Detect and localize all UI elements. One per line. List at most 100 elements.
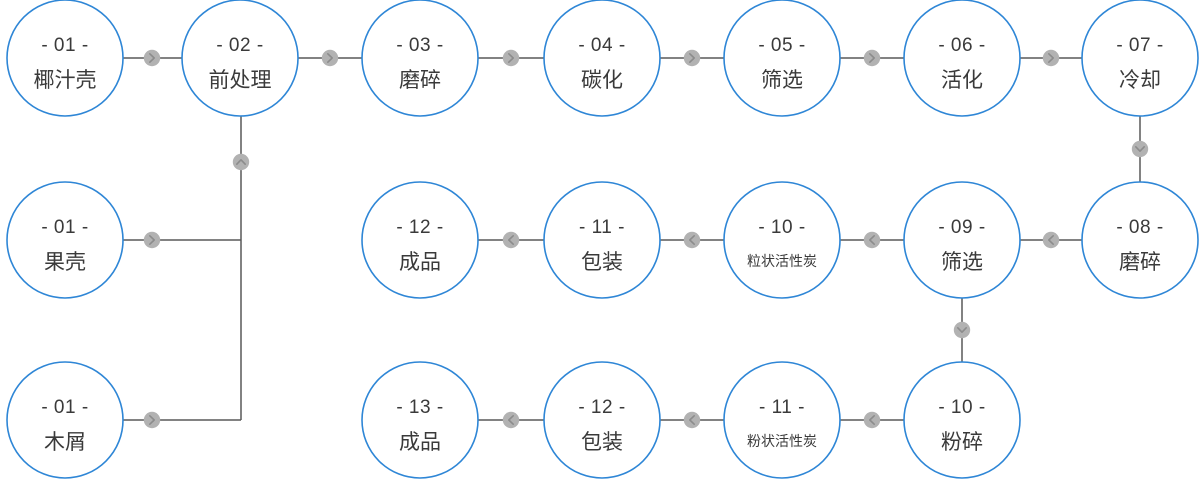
flow-connector <box>298 49 362 67</box>
arrow-right-icon <box>143 49 161 67</box>
node-index: - 01 - <box>41 217 88 238</box>
node-label: 粒状活性炭 <box>747 253 817 269</box>
node-circle[interactable] <box>723 361 841 479</box>
node-label: 筛选 <box>941 251 983 274</box>
arrow-down-icon <box>953 321 971 339</box>
node-label: 活化 <box>941 69 983 92</box>
process-node[interactable]: - 11 -包装 <box>543 181 661 299</box>
flow-connector <box>478 49 544 67</box>
arrow-right-icon <box>321 49 339 67</box>
node-label: 木屑 <box>44 431 86 454</box>
node-index: - 13 - <box>396 397 443 418</box>
node-index: - 04 - <box>578 35 625 56</box>
node-circle[interactable] <box>543 181 661 299</box>
flow-connector <box>478 231 544 249</box>
process-node[interactable]: - 06 - 活化 <box>903 0 1021 117</box>
flow-connector <box>953 298 971 362</box>
node-circle[interactable] <box>903 181 1021 299</box>
node-circle[interactable] <box>1081 0 1199 117</box>
flow-connector <box>840 231 904 249</box>
arrow-up-icon <box>232 153 250 171</box>
node-index: - 05 - <box>758 35 805 56</box>
process-node[interactable]: - 04 - 碳化 <box>543 0 661 117</box>
node-circle[interactable] <box>181 0 299 117</box>
node-index: - 01 - <box>41 35 88 56</box>
process-node[interactable]: - 01 -木屑 <box>6 361 124 479</box>
flow-connector <box>1020 49 1082 67</box>
node-circle[interactable] <box>543 361 661 479</box>
node-circle[interactable] <box>6 361 124 479</box>
process-node[interactable]: - 02 -前处理 <box>181 0 299 117</box>
flow-connector <box>1131 116 1149 182</box>
node-circle[interactable] <box>1081 181 1199 299</box>
process-node[interactable]: - 13 - 成品 <box>361 361 479 479</box>
node-index: - 09 - <box>938 217 985 238</box>
arrow-left-icon <box>863 231 881 249</box>
flow-connector <box>660 231 724 249</box>
node-layer: - 01 - 椰汁壳 - 02 -前处理 - 03 - 磨碎 - 04 - 碳化 - 05 -… <box>6 0 1199 479</box>
node-label: 成品 <box>399 251 441 274</box>
node-label: 冷却 <box>1119 69 1161 92</box>
process-node[interactable]: - 07 - 冷却 <box>1081 0 1199 117</box>
flow-connector <box>840 411 904 429</box>
flow-connector <box>840 49 904 67</box>
node-label: 碳化 <box>581 69 623 92</box>
node-label: 前处理 <box>209 69 272 92</box>
process-node[interactable]: - 12 - 包装 <box>543 361 661 479</box>
process-node[interactable]: - 10 - 粉碎 <box>903 361 1021 479</box>
process-node[interactable]: - 08 - 磨碎 <box>1081 181 1199 299</box>
edge-layer <box>123 49 1149 429</box>
flow-connector <box>478 411 544 429</box>
flow-connector <box>123 231 241 249</box>
node-label: 粉状活性炭 <box>747 433 817 449</box>
node-circle[interactable] <box>903 361 1021 479</box>
node-index: - 07 - <box>1116 35 1163 56</box>
node-circle[interactable] <box>723 181 841 299</box>
process-node[interactable]: - 01 -果壳 <box>6 181 124 299</box>
node-circle[interactable] <box>903 0 1021 117</box>
flow-connector <box>660 49 724 67</box>
flow-connector <box>123 411 241 429</box>
node-label: 筛选 <box>761 69 803 92</box>
node-label: 包装 <box>581 431 623 454</box>
arrow-right-icon <box>863 49 881 67</box>
arrow-right-icon <box>143 411 161 429</box>
node-circle[interactable] <box>6 181 124 299</box>
node-label: 椰汁壳 <box>34 69 97 92</box>
node-index: - 11 - <box>759 397 805 418</box>
process-node[interactable]: - 11 - 粉状活性炭 <box>723 361 841 479</box>
node-circle[interactable] <box>543 0 661 117</box>
node-label: 包装 <box>581 251 623 274</box>
node-index: - 03 - <box>396 35 443 56</box>
arrow-right-icon <box>502 49 520 67</box>
process-node[interactable]: - 05 - 筛选 <box>723 0 841 117</box>
arrow-down-icon <box>1131 140 1149 158</box>
process-node[interactable]: - 03 - 磨碎 <box>361 0 479 117</box>
flow-connector <box>123 49 182 67</box>
node-label: 粉碎 <box>941 431 983 454</box>
arrow-right-icon <box>683 49 701 67</box>
node-circle[interactable] <box>6 0 124 117</box>
node-circle[interactable] <box>723 0 841 117</box>
node-index: - 10 - <box>758 217 805 238</box>
node-index: - 12 - <box>396 217 443 238</box>
node-index: - 06 - <box>938 35 985 56</box>
arrow-right-icon <box>1042 49 1060 67</box>
arrow-left-icon <box>1042 231 1060 249</box>
process-node[interactable]: - 10 - 粒状活性炭 <box>723 181 841 299</box>
node-circle[interactable] <box>361 181 479 299</box>
node-index: - 10 - <box>938 397 985 418</box>
node-label: 成品 <box>399 431 441 454</box>
process-node[interactable]: - 12 - 成品 <box>361 181 479 299</box>
node-circle[interactable] <box>361 0 479 117</box>
node-label: 磨碎 <box>1119 251 1161 274</box>
node-index: - 12 - <box>578 397 625 418</box>
node-label: 磨碎 <box>399 69 441 92</box>
arrow-left-icon <box>863 411 881 429</box>
node-circle[interactable] <box>361 361 479 479</box>
process-node[interactable]: - 09 - 筛选 <box>903 181 1021 299</box>
process-node[interactable]: - 01 - 椰汁壳 <box>6 0 124 117</box>
node-index: - 08 - <box>1116 217 1163 238</box>
